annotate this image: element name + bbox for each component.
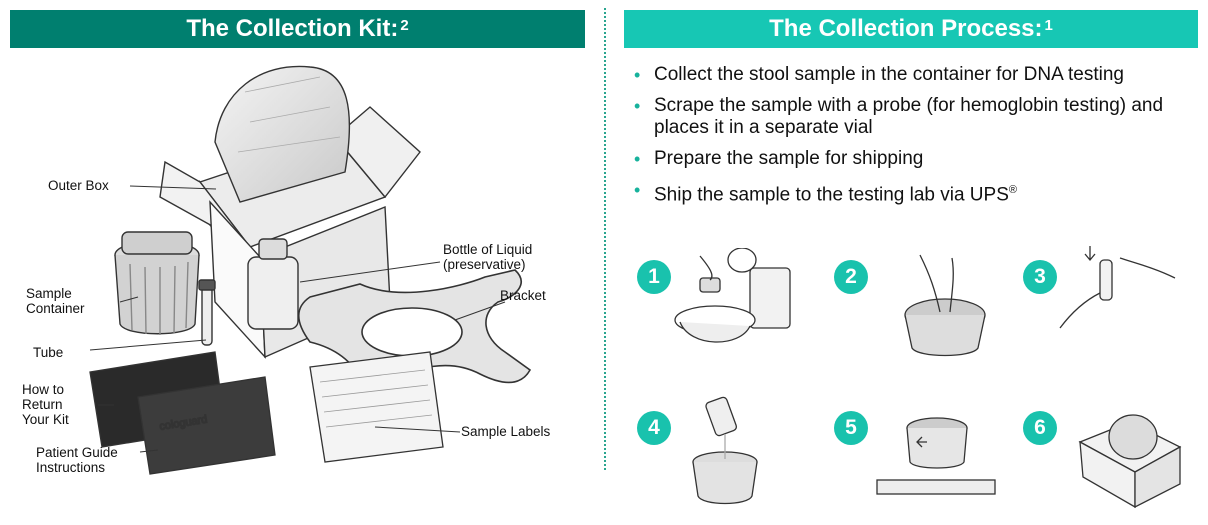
collection-kit-banner: The Collection Kit:2 (10, 10, 585, 48)
label-bracket: Bracket (500, 288, 546, 303)
label-sample-labels: Sample Labels (461, 424, 551, 439)
step-number-5: 5 (834, 411, 868, 445)
section-divider (604, 8, 606, 470)
label-outer-box: Outer Box (48, 178, 109, 193)
label-patient-guide: Patient Guide Instructions (36, 445, 118, 475)
process-bullet: Scrape the sample with a probe (for hemo… (634, 95, 1204, 139)
label-tube: Tube (33, 345, 64, 360)
bottle-drawing (247, 238, 299, 330)
process-bullet-text: Ship the sample to the testing lab via U… (654, 184, 1009, 206)
collection-kit-footnote: 2 (400, 16, 409, 34)
label-sample-container: Sample Container (26, 286, 85, 316)
collection-kit-title: The Collection Kit: (186, 15, 399, 42)
step-6-box-drawing (1078, 414, 1182, 509)
collection-process-footnote: 1 (1044, 16, 1053, 34)
bracket-drawing (297, 269, 532, 388)
process-steps-list: Collect the stool sample in the containe… (634, 64, 1204, 215)
step-2-scrape-drawing (904, 254, 986, 357)
registered-mark: ® (1008, 184, 1017, 196)
process-bullet: Prepare the sample for shipping (634, 148, 1204, 170)
collection-process-title: The Collection Process: (769, 15, 1043, 42)
step-3-tube-drawing (1059, 246, 1176, 329)
kit-cards-drawing: cologuard (89, 351, 444, 475)
step-number-3: 3 (1023, 260, 1057, 294)
process-bullet: Collect the stool sample in the containe… (634, 64, 1204, 86)
step-5-bracket-drawing (876, 417, 996, 495)
label-how-to-return: How to Return Your Kit (22, 382, 69, 427)
label-bottle-of-liquid: Bottle of Liquid (preservative) (443, 242, 533, 272)
process-bullet: Ship the sample to the testing lab via U… (634, 179, 1204, 206)
step-4-pour-drawing (692, 396, 758, 505)
collection-kit-illustration: cologuard (89, 65, 532, 475)
step-number-6: 6 (1023, 411, 1057, 445)
sample-container-drawing (114, 231, 200, 335)
step-number-1: 1 (637, 260, 671, 294)
step-number-2: 2 (834, 260, 868, 294)
tube-drawing (198, 279, 216, 346)
collection-process-banner: The Collection Process:1 (624, 10, 1198, 48)
step-1-toilet-drawing (674, 248, 791, 343)
step-number-4: 4 (637, 411, 671, 445)
